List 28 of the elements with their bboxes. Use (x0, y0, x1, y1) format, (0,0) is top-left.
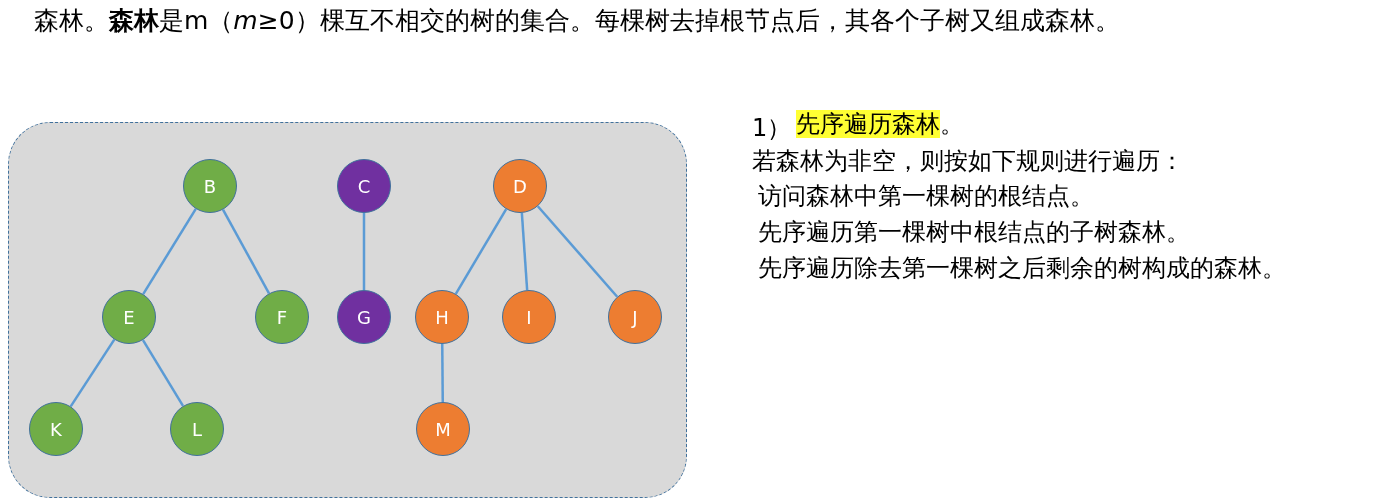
tree-node-circle: K (29, 402, 83, 456)
tree-node-circle: B (183, 159, 237, 213)
tree-edge (536, 205, 619, 298)
tree-edge (441, 344, 444, 402)
tree-node-circle: H (415, 290, 469, 344)
tree-edge (454, 208, 508, 295)
tree-edge (142, 208, 197, 295)
tree-node-circle: G (337, 290, 391, 344)
text-line: 若森林为非空，则按如下规则进行遍历： (752, 146, 1184, 177)
tree-edge (221, 209, 271, 294)
tree-node-circle: I (502, 290, 556, 344)
text-line: 访问森林中第一棵树的根结点。 (758, 181, 1094, 212)
tree-edge (362, 213, 366, 290)
tree-edge (520, 212, 529, 291)
text-line: 先序遍历第一棵树中根结点的子树森林。 (758, 217, 1190, 248)
tree-node-circle: M (416, 402, 470, 456)
item-number: 1） (752, 113, 792, 144)
tree-node-circle: E (102, 290, 156, 344)
tree-node-circle: J (608, 290, 662, 344)
tree-node-circle: F (255, 290, 309, 344)
tree-edge (69, 338, 116, 408)
tree-node-circle: D (493, 159, 547, 213)
forest-frame (8, 122, 687, 498)
tree-edge (141, 339, 185, 407)
tree-node-circle: C (337, 159, 391, 213)
text-line: 先序遍历除去第一棵树之后剩余的树构成的森林。 (758, 253, 1286, 284)
tree-node-circle: L (170, 402, 224, 456)
intro-sentence: 森林。森林是m（m≥0）棵互不相交的树的集合。每棵树去掉根节点后，其各个子树又组成森林。 (34, 5, 1120, 37)
